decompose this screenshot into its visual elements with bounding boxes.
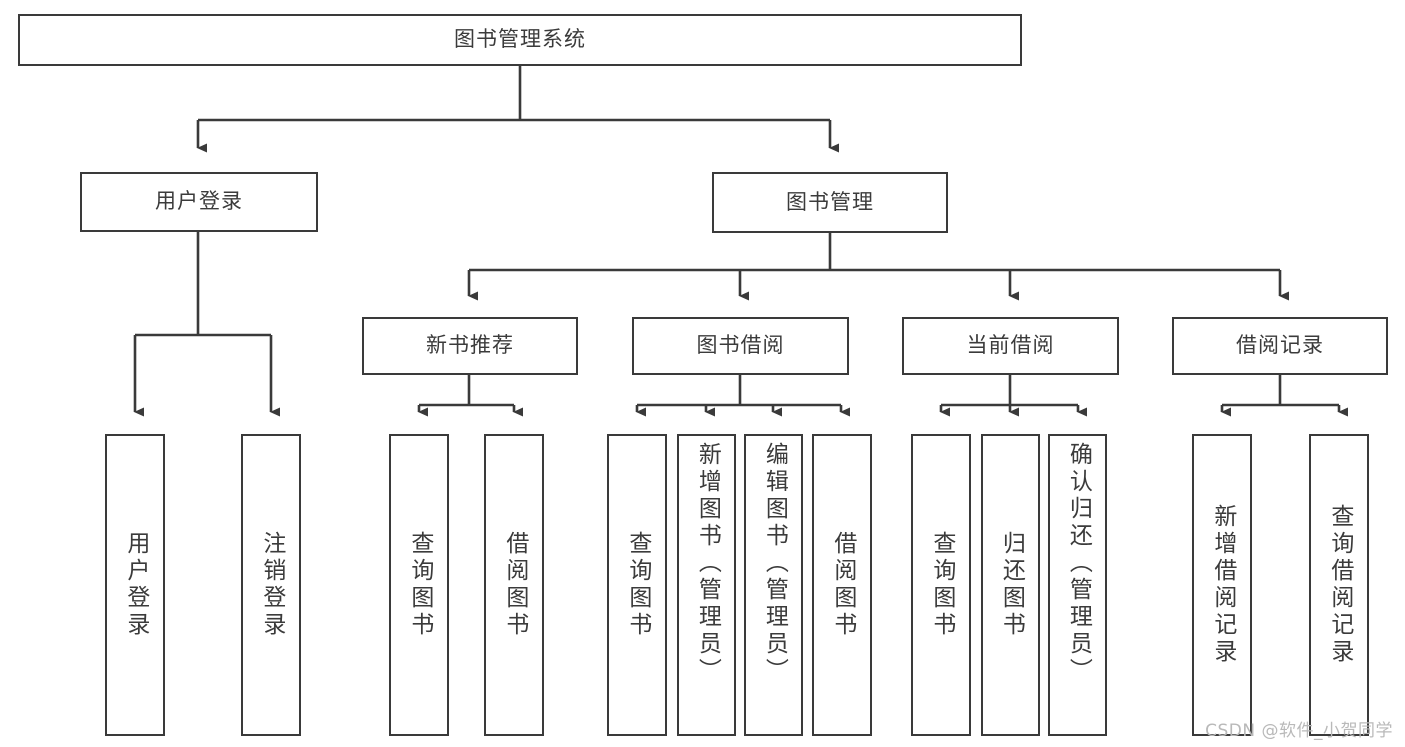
leaf-book-borrow-add-admin[interactable]: 新增图书（管理员）: [677, 434, 736, 736]
node-borrow-record[interactable]: 借阅记录: [1172, 317, 1388, 375]
leaf-book-borrow-edit-admin[interactable]: 编辑图书（管理员）: [744, 434, 803, 736]
node-label: 当前借阅: [966, 333, 1055, 358]
node-label: 注销登录: [258, 531, 285, 639]
leaf-user-login-login[interactable]: 用户登录: [105, 434, 165, 736]
node-user-login[interactable]: 用户登录: [80, 172, 318, 232]
leaf-borrow-record-add[interactable]: 新增借阅记录: [1192, 434, 1252, 736]
node-label: 图书管理: [786, 189, 874, 214]
node-label: 查询图书: [624, 531, 651, 639]
node-label: 确认归还（管理员）: [1065, 442, 1092, 685]
leaf-borrow-record-query[interactable]: 查询借阅记录: [1309, 434, 1369, 736]
node-book-borrow[interactable]: 图书借阅: [632, 317, 849, 375]
node-label: 查询图书: [928, 531, 955, 639]
node-label: 借阅记录: [1236, 333, 1324, 358]
node-label: 新书推荐: [426, 333, 514, 358]
leaf-current-borrow-confirm-admin[interactable]: 确认归还（管理员）: [1048, 434, 1107, 736]
node-label: 用户登录: [122, 531, 149, 639]
node-root-book-management-system[interactable]: 图书管理系统: [18, 14, 1022, 66]
node-label: 查询借阅记录: [1326, 504, 1353, 666]
node-label: 图书管理系统: [454, 27, 586, 52]
node-label: 新增图书（管理员）: [694, 442, 721, 685]
node-current-borrow[interactable]: 当前借阅: [902, 317, 1119, 375]
leaf-book-borrow-query[interactable]: 查询图书: [607, 434, 667, 736]
node-label: 借阅图书: [501, 531, 528, 639]
leaf-current-borrow-return[interactable]: 归还图书: [981, 434, 1040, 736]
leaf-user-login-logout[interactable]: 注销登录: [241, 434, 301, 736]
node-label: 图书借阅: [696, 333, 785, 358]
node-book-management[interactable]: 图书管理: [712, 172, 948, 233]
node-label: 查询图书: [406, 531, 433, 639]
node-label: 借阅图书: [829, 531, 856, 639]
leaf-new-book-query[interactable]: 查询图书: [389, 434, 449, 736]
node-label: 归还图书: [998, 531, 1025, 639]
node-label: 编辑图书（管理员）: [761, 442, 788, 685]
node-label: 用户登录: [155, 189, 243, 214]
leaf-current-borrow-query[interactable]: 查询图书: [911, 434, 971, 736]
leaf-new-book-borrow[interactable]: 借阅图书: [484, 434, 544, 736]
csdn-watermark: CSDN @软件_小贺同学: [1205, 721, 1393, 741]
leaf-book-borrow-borrow[interactable]: 借阅图书: [812, 434, 872, 736]
node-new-book-recommend[interactable]: 新书推荐: [362, 317, 578, 375]
node-label: 新增借阅记录: [1209, 504, 1236, 666]
